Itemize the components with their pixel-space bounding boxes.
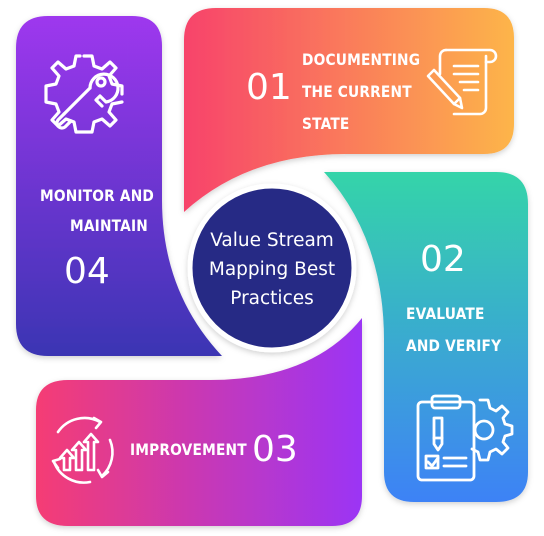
center-title-line-1: Value Stream — [210, 230, 334, 251]
center-title: Value Stream Mapping Best Practices — [196, 226, 348, 313]
document-pen-icon — [426, 48, 498, 116]
step-04-label-line-1: MONITOR AND — [40, 186, 154, 205]
step-01-shape — [184, 8, 514, 212]
clipboard-gear-icon — [416, 394, 514, 482]
step-02-label-line-1: EVALUATE — [406, 304, 485, 323]
gear-wrench-icon — [44, 54, 124, 134]
step-02-label-line-2: AND VERIFY — [406, 336, 502, 355]
step-03-label-line-1: IMPROVEMENT — [130, 440, 247, 459]
step-02-shape — [324, 172, 528, 502]
step-01-number: 01 — [246, 67, 292, 108]
step-04-number: 04 — [64, 251, 110, 292]
step-01-label-line-1: DOCUMENTING — [302, 50, 421, 69]
step-02-number: 02 — [420, 239, 466, 280]
step-03-number: 03 — [252, 429, 298, 470]
step-04-shape — [16, 16, 222, 356]
center-circle — [187, 183, 357, 353]
center-title-line-3: Practices — [230, 288, 314, 309]
step-04-label-line-2: MAINTAIN — [70, 216, 148, 235]
center-title-line-2: Mapping Best — [208, 259, 336, 280]
step-01-label-line-2: THE CURRENT — [302, 82, 412, 101]
step-03-shape — [36, 318, 362, 526]
step-01-label-line-3: STATE — [302, 114, 350, 133]
growth-cycle-icon — [51, 416, 114, 484]
